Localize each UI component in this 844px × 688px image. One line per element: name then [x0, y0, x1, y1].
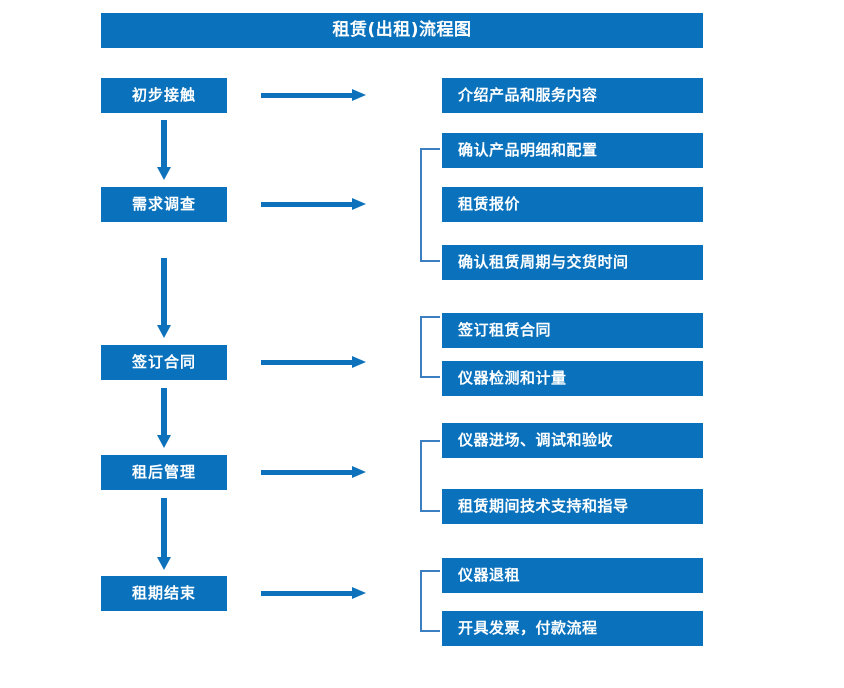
arrow-head-down-icon: [157, 167, 171, 180]
detail-box-3-2[interactable]: 仪器检测和计量: [442, 361, 703, 396]
horizontal-arrow-5: [261, 587, 366, 600]
vertical-arrow-4: [157, 498, 172, 570]
stage-box-4[interactable]: 租后管理: [101, 455, 227, 490]
group-bracket-3: [420, 316, 440, 378]
detail-box-4-1[interactable]: 仪器进场、调试和验收: [442, 423, 703, 458]
arrow-shaft: [261, 360, 353, 365]
arrow-head-right-icon: [352, 466, 366, 478]
arrow-shaft: [261, 470, 353, 475]
group-bracket-4: [420, 440, 440, 512]
arrow-head-down-icon: [157, 325, 171, 338]
arrow-shaft: [261, 93, 353, 98]
group-bracket-2: [420, 148, 440, 262]
arrow-shaft: [161, 498, 167, 557]
detail-box-3-1[interactable]: 签订租赁合同: [442, 313, 703, 348]
vertical-arrow-3: [157, 388, 172, 448]
detail-box-2-3[interactable]: 确认租赁周期与交货时间: [442, 245, 703, 280]
vertical-arrow-2: [157, 258, 172, 338]
horizontal-arrow-2: [261, 198, 366, 211]
stage-box-2[interactable]: 需求调查: [101, 187, 227, 222]
detail-box-1-1[interactable]: 介绍产品和服务内容: [442, 78, 703, 113]
detail-box-2-2[interactable]: 租赁报价: [442, 187, 703, 222]
stage-box-5[interactable]: 租期结束: [101, 576, 227, 611]
arrow-head-right-icon: [352, 587, 366, 599]
group-bracket-5: [420, 570, 440, 632]
arrow-head-down-icon: [157, 435, 171, 448]
arrow-head-right-icon: [352, 89, 366, 101]
arrow-shaft: [161, 258, 167, 325]
detail-box-4-2[interactable]: 租赁期间技术支持和指导: [442, 489, 703, 524]
arrow-shaft: [261, 202, 353, 207]
horizontal-arrow-1: [261, 89, 366, 102]
horizontal-arrow-3: [261, 356, 366, 369]
arrow-head-right-icon: [352, 198, 366, 210]
detail-box-2-1[interactable]: 确认产品明细和配置: [442, 133, 703, 168]
arrow-head-down-icon: [157, 557, 171, 570]
chart-title: 租赁(出租)流程图: [101, 13, 703, 48]
arrow-shaft: [161, 388, 167, 435]
arrow-shaft: [161, 120, 167, 167]
arrow-shaft: [261, 591, 353, 596]
stage-box-3[interactable]: 签订合同: [101, 345, 227, 380]
vertical-arrow-1: [157, 120, 172, 180]
detail-box-5-1[interactable]: 仪器退租: [442, 558, 703, 593]
horizontal-arrow-4: [261, 466, 366, 479]
stage-box-1[interactable]: 初步接触: [101, 78, 227, 113]
detail-box-5-2[interactable]: 开具发票，付款流程: [442, 611, 703, 646]
arrow-head-right-icon: [352, 356, 366, 368]
